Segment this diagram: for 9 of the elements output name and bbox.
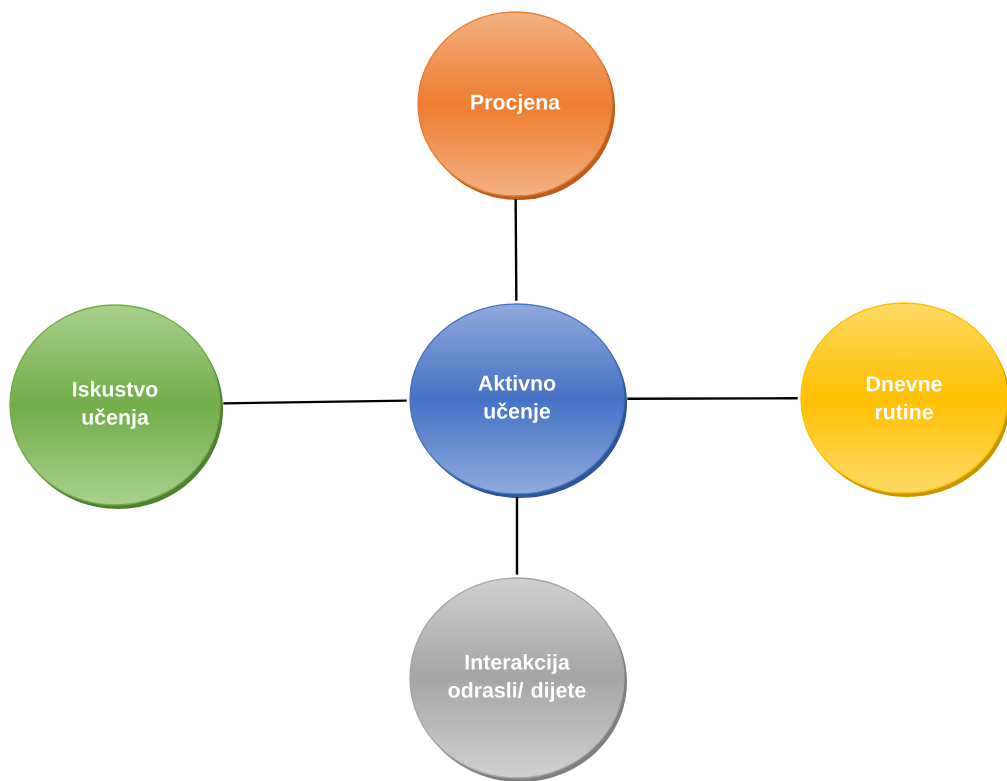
connector-line xyxy=(514,199,518,301)
connector-line xyxy=(515,497,519,575)
circle-node: Aktivno učenje xyxy=(409,303,627,498)
circle-node: Dnevne rutine xyxy=(800,302,1007,497)
connector-line xyxy=(223,399,407,405)
circle-node: Procjena xyxy=(417,11,615,200)
circle-node: Interakcija odrasli/ dijete xyxy=(409,577,627,781)
circle-node: Iskustvo učenja xyxy=(9,304,223,509)
connector-line xyxy=(627,397,798,400)
